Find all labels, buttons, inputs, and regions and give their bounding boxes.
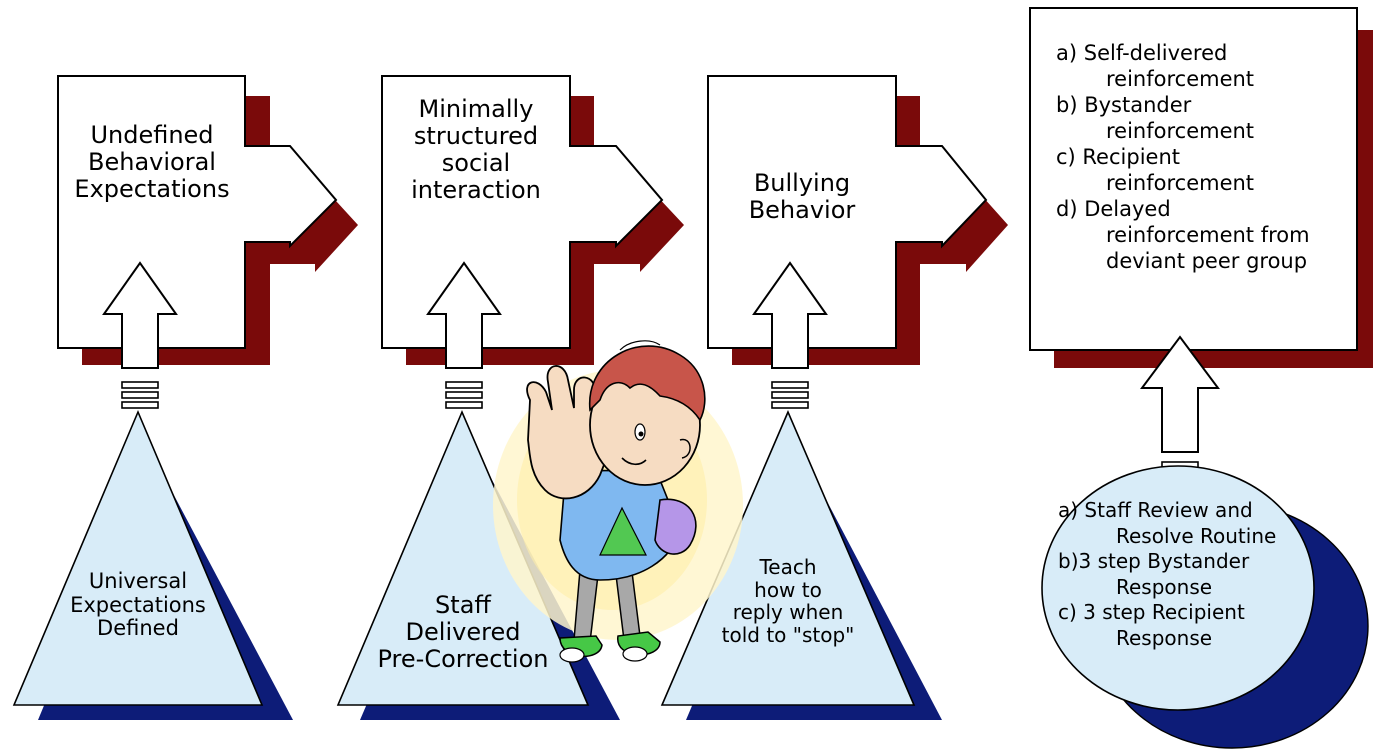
up-arrow-2	[426, 261, 502, 409]
box-undefined-expectations	[57, 75, 358, 365]
triangle-1-label: Universal Expectations Defined	[70, 569, 206, 641]
up-arrow-3	[752, 261, 828, 409]
oval-shape	[1041, 465, 1315, 711]
consequences-list: a) Self-delivered reinforcement b) Bysta…	[1056, 40, 1356, 274]
box-2-label: Minimally structured social interaction	[411, 95, 541, 205]
up-arrow-1	[102, 261, 178, 409]
consequence-item: a) Self-delivered reinforcement	[1056, 41, 1255, 92]
box-consequences	[1029, 7, 1373, 368]
child-stop-hand-icon	[493, 340, 743, 663]
box-1-label: Undefined Behavioral Expectations	[74, 121, 230, 204]
box-rect	[1029, 7, 1358, 351]
oval-responses	[1041, 465, 1369, 749]
consequence-item: d) Delayed reinforcement from deviant pe…	[1056, 197, 1310, 274]
triangle-universal-expectations	[12, 409, 293, 720]
oval-responses-list: a) Staff Review and Resolve Routine b)3 …	[1058, 498, 1277, 650]
triangle-shape	[12, 409, 264, 706]
consequence-item: c) Recipient reinforcement	[1056, 145, 1255, 196]
triangle-2-label: Staff Delivered Pre-Correction	[377, 591, 549, 674]
consequence-item: b) Bystander reinforcement	[1056, 93, 1255, 144]
triangle-3-label: Teach how to reply when told to "stop"	[721, 555, 855, 647]
box-3-label: Bullying Behavior	[748, 169, 856, 225]
box-arrow-shape	[57, 75, 338, 349]
